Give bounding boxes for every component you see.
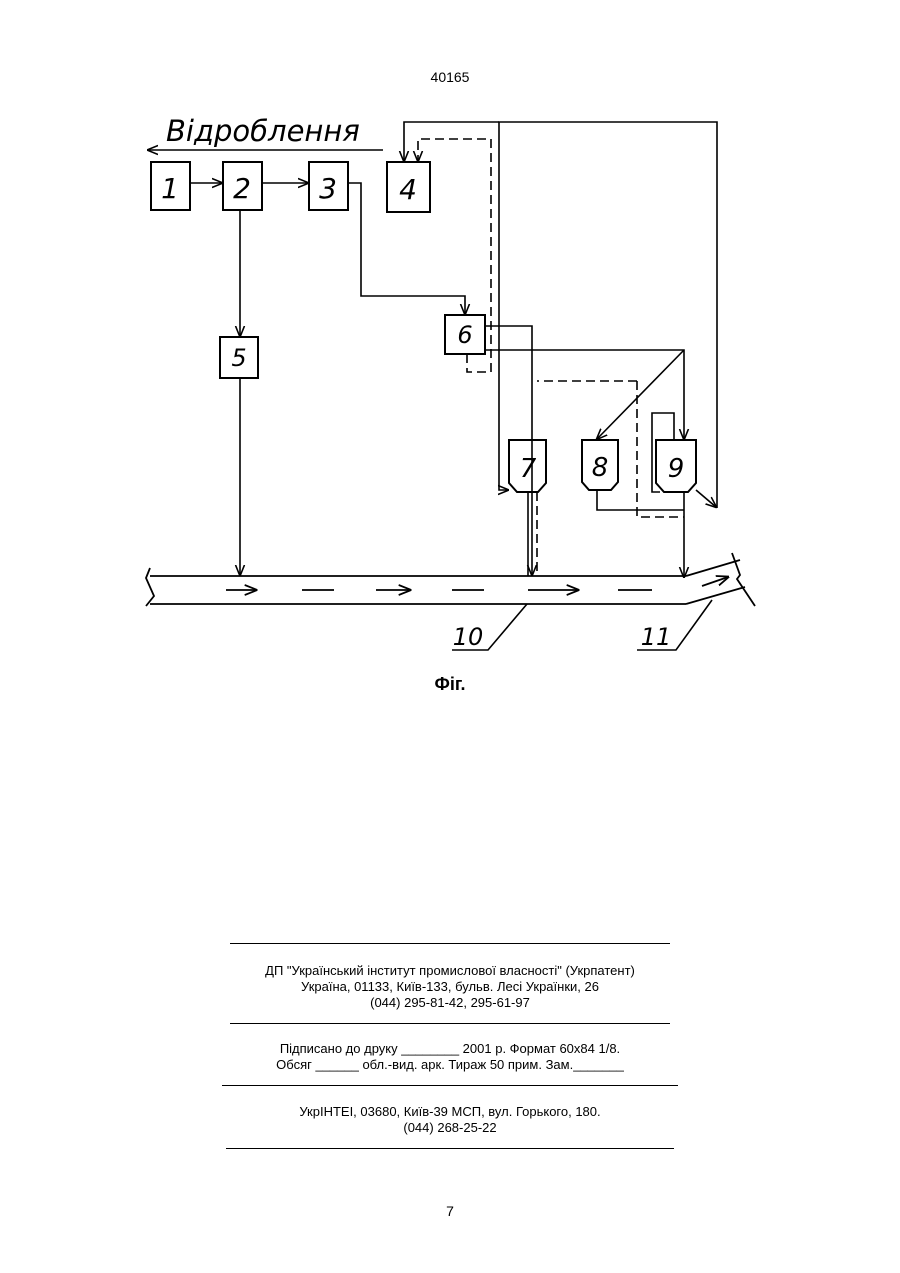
block-7-label: 7 [520, 454, 537, 484]
block-2: 2 [223, 162, 262, 210]
block-6-label: 6 [457, 321, 472, 349]
ref-10: 10 [452, 604, 527, 651]
rule-middle [230, 1023, 670, 1024]
block-5: 5 [220, 337, 258, 378]
block-7-hopper: 7 [509, 440, 546, 492]
ref-10-label: 10 [453, 623, 484, 651]
imprint-print-line: Підписано до друку ________ 2001 р. Форм… [0, 1041, 900, 1057]
conveyor-pipeline [146, 553, 755, 606]
block-6: 6 [445, 315, 485, 354]
imprint-org: ДП "Український інститут промислової вла… [0, 963, 900, 1011]
block-3: 3 [309, 162, 348, 210]
direction-label: Відроблення [166, 114, 360, 148]
imprint-org-line: Україна, 01133, Київ-133, бульв. Лесі Ук… [0, 979, 900, 995]
imprint-printer-line: УкрІНТЕІ, 03680, Київ-39 МСП, вул. Горьк… [0, 1104, 900, 1120]
rule-lower [222, 1085, 678, 1086]
block-5-label: 5 [231, 344, 246, 372]
block-9-label: 9 [668, 454, 685, 484]
block-1: 1 [151, 162, 190, 210]
imprint-print: Підписано до друку ________ 2001 р. Форм… [0, 1041, 900, 1073]
ref-11: 11 [637, 600, 712, 651]
page-number: 7 [0, 1203, 900, 1219]
imprint-print-line: Обсяг ______ обл.-вид. арк. Тираж 50 при… [0, 1057, 900, 1073]
imprint-printer-line: (044) 268-25-22 [0, 1120, 900, 1136]
block-8-hopper: 8 [582, 440, 618, 490]
flow-direction-arrows [226, 577, 728, 590]
process-flow-diagram: Відроблення 1 2 3 4 5 6 7 8 9 [0, 0, 900, 700]
imprint-printer: УкрІНТЕІ, 03680, Київ-39 МСП, вул. Горьк… [0, 1104, 900, 1136]
block-2-label: 2 [233, 172, 251, 205]
block-9-hopper: 9 [656, 440, 696, 492]
block-8-label: 8 [592, 453, 609, 483]
imprint-org-line: ДП "Український інститут промислової вла… [0, 963, 900, 979]
rule-bottom [226, 1148, 674, 1149]
figure-caption: Фіг. [0, 674, 900, 695]
block-3-label: 3 [319, 172, 337, 205]
block-4-label: 4 [399, 173, 417, 206]
ref-11-label: 11 [641, 623, 672, 651]
rule-top [230, 943, 670, 944]
block-1-label: 1 [161, 172, 179, 205]
imprint-org-line: (044) 295-81-42, 295-61-97 [0, 995, 900, 1011]
block-4: 4 [387, 162, 430, 212]
